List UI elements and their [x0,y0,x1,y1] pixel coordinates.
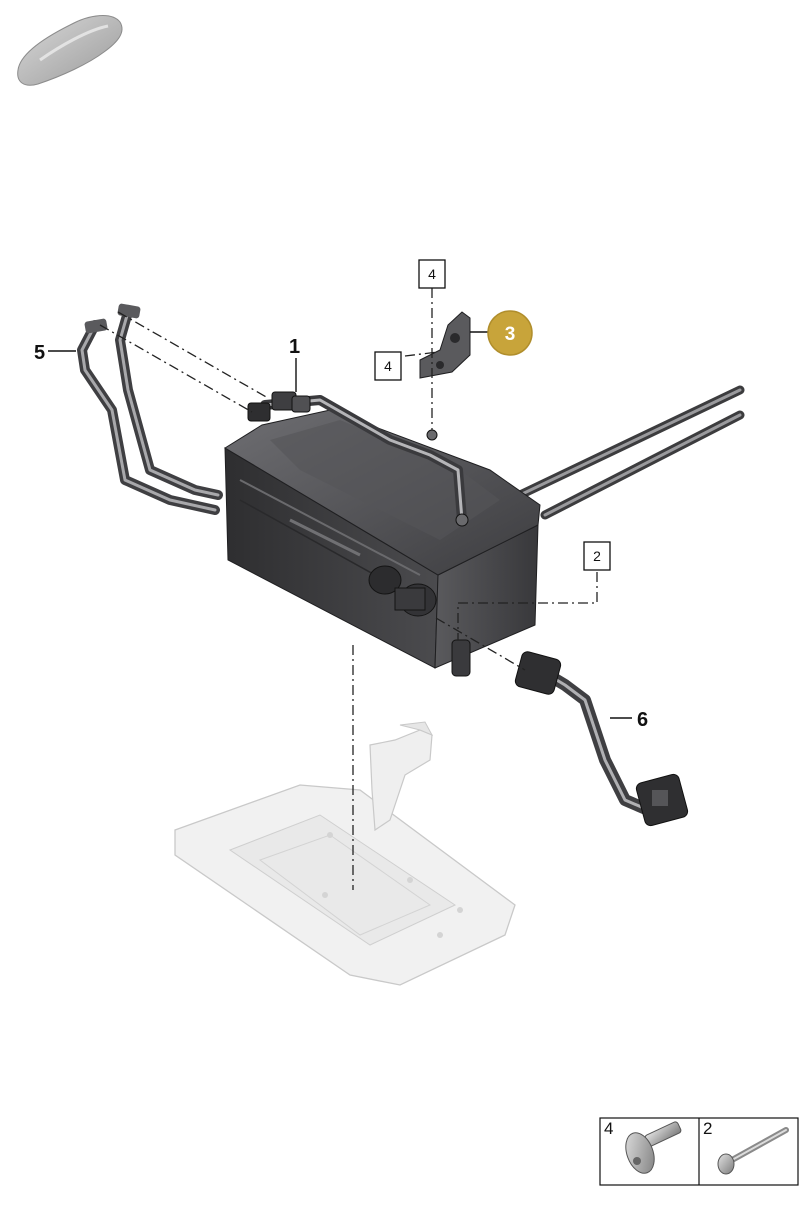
leader-lines [48,331,632,719]
callout-6-label: 6 [637,709,648,731]
callout-3-highlight[interactable]: 3 [487,310,533,356]
hose-part-5[interactable] [77,303,223,515]
callout-1-label: 1 [289,336,300,358]
tank-part-1[interactable] [224,391,541,677]
callout-1[interactable]: 1 [289,336,300,358]
fastener-legend: 4 2 [599,1117,799,1186]
hose-part-6[interactable] [514,650,689,827]
assembly-lines [99,288,598,890]
legend-cell-2-number: 2 [703,1119,712,1138]
ref-box-4-top[interactable]: 4 [418,259,446,289]
legend-cell-2[interactable]: 2 [703,1119,789,1175]
callout-5-label: 5 [34,342,45,364]
mounting-tray-ghost [174,721,516,986]
ref-box-2-label: 2 [593,548,601,564]
ref-box-4-side[interactable]: 4 [374,351,402,381]
callout-5[interactable]: 5 [34,342,45,364]
ref-box-4-top-label: 4 [428,266,436,282]
legend-cell-4[interactable]: 4 [604,1119,682,1177]
callout-6[interactable]: 6 [637,709,648,731]
ref-box-2[interactable]: 2 [583,541,611,571]
return-pipes [515,385,745,520]
car-silhouette-icon[interactable] [17,15,123,86]
ref-box-4-side-label: 4 [384,358,392,374]
flange-bolt-icon [625,1121,682,1174]
legend-cell-4-number: 4 [604,1119,613,1138]
bracket-part-3[interactable] [419,311,471,379]
callout-3-label: 3 [505,324,516,345]
long-bolt-icon [717,1127,789,1175]
